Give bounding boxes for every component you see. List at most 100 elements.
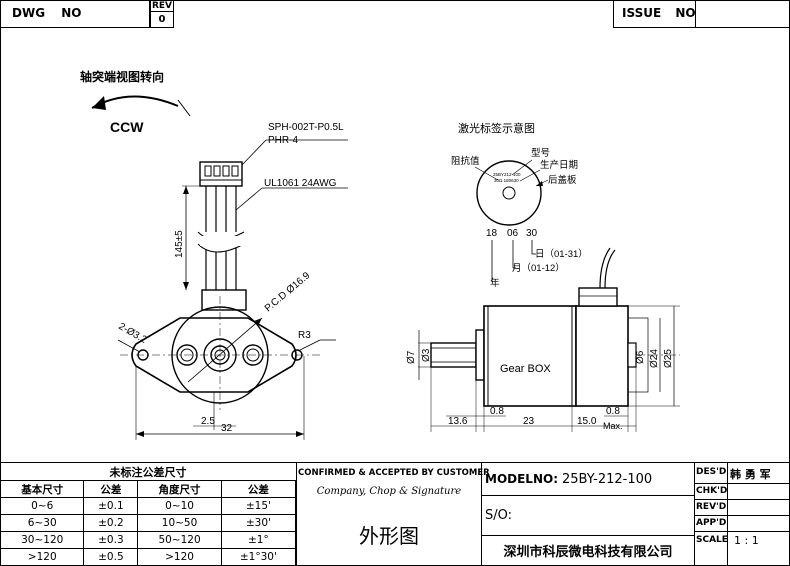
app-label: APP'D xyxy=(696,518,727,528)
tol-cell: ±30' xyxy=(220,514,297,532)
sign-block xyxy=(694,462,790,566)
scale-label: SCALE xyxy=(696,535,728,545)
holes-label: 2-Ø3.2 xyxy=(117,321,149,346)
lead-length-dim: 145±5 xyxy=(174,230,185,258)
gearbox-label: Gear BOX xyxy=(500,363,551,375)
table-row: 30~120 ±0.3 50~120 ±1° xyxy=(0,531,297,549)
tol-cell: 6~30 xyxy=(0,514,85,532)
d3-label: Ø3 xyxy=(421,348,432,362)
dim-136: 13.6 xyxy=(448,416,468,427)
connector-spec-2: PHR-4 xyxy=(268,135,298,146)
drawing-name: 外形图 xyxy=(359,524,419,548)
tolerance-title: 未标注公差尺寸 xyxy=(109,466,187,479)
tol-cell: ±0.5 xyxy=(83,548,139,566)
tol-cell: ±0.1 xyxy=(83,497,139,515)
rev-label: REV xyxy=(151,1,173,12)
sign-col-divider xyxy=(727,462,728,566)
tol-cell: 10~50 xyxy=(137,514,222,532)
rev-value: 0 xyxy=(158,14,166,25)
table-row: >120 ±0.5 >120 ±1°30' xyxy=(0,548,297,566)
issue-no-box xyxy=(613,0,790,28)
rotation-direction: CCW xyxy=(110,119,144,135)
table-row: 6~30 ±0.2 10~50 ±30' xyxy=(0,514,297,532)
issue-no-label: ISSUE NO xyxy=(622,6,696,20)
drawing-area: 轴突端视图转向 CCW SPH-002T-P0.5L PHR-4 UL1061 … xyxy=(80,69,680,440)
laser-title: 激光标签示意图 xyxy=(458,121,535,135)
motor-body xyxy=(575,305,629,407)
rotation-title: 轴突端视图转向 xyxy=(80,69,164,84)
tol-cell: 30~120 xyxy=(0,531,85,549)
rev-label-sign: REV'D xyxy=(696,502,727,512)
dim-08a: 0.8 xyxy=(490,406,504,417)
dim-max: Max. xyxy=(603,421,623,431)
d25-label: Ø25 xyxy=(663,349,674,368)
connector-spec-1: SPH-002T-P0.5L xyxy=(268,122,344,133)
tolerance-table: 基本尺寸 公差 角度尺寸 公差 0~6 ±0.1 0~10 ±15' 6~30 … xyxy=(0,480,297,566)
lead-exit-tab xyxy=(201,289,247,311)
dwg-no-label: DWG NO xyxy=(12,6,82,20)
tol-cell: ±0.3 xyxy=(83,531,139,549)
code-day: 30 xyxy=(526,228,538,239)
scale-value: 1 : 1 xyxy=(734,534,759,547)
des-label: DES'D xyxy=(696,467,727,477)
model-row-border xyxy=(482,495,694,496)
pcd-label: P.C.D Ø16.9 xyxy=(263,270,313,314)
month-label: 月（01-12） xyxy=(512,262,565,274)
code-year: 18 xyxy=(486,228,498,239)
model-value: 25BY-212-100 xyxy=(562,472,653,487)
year-label: 年 xyxy=(490,277,500,289)
tol-cell: 50~120 xyxy=(137,531,222,549)
cover-label: 后盖板 xyxy=(548,174,577,186)
dim-08b: 0.8 xyxy=(606,406,620,417)
wire-spec: UL1061 24AWG xyxy=(264,178,337,189)
tol-cell: 0~6 xyxy=(0,497,85,515)
tol-header: 公差 xyxy=(83,480,139,498)
tol-cell: >120 xyxy=(137,548,222,566)
chk-label: CHK'D xyxy=(696,486,728,496)
rotation-tick xyxy=(177,99,191,117)
model-label: MODELNO: xyxy=(485,472,558,486)
laser-inner-text-1: 25BY212-100 xyxy=(493,172,521,177)
day-label: 日（01-31） xyxy=(535,248,588,260)
des-value: 韩 勇 军 xyxy=(730,468,771,481)
d6-label: Ø6 xyxy=(635,350,646,364)
rev-box xyxy=(150,0,174,28)
wire-exit-block xyxy=(578,287,618,307)
gearbox-body xyxy=(483,305,577,407)
tol-cell: ±0.2 xyxy=(83,514,139,532)
d7-label: Ø7 xyxy=(406,350,417,364)
approval-block xyxy=(296,462,482,566)
dim-23: 23 xyxy=(523,416,535,427)
tol-cell: >120 xyxy=(0,548,85,566)
code-month: 06 xyxy=(507,228,519,239)
approval-line-2: Company, Chop & Signature xyxy=(316,486,462,497)
tol-header: 基本尺寸 xyxy=(0,480,85,498)
company-row-border xyxy=(482,535,694,536)
laser-inner-circle xyxy=(502,186,516,200)
dim-15: 15.0 xyxy=(577,416,597,427)
laser-outer-circle xyxy=(476,160,542,226)
small-dim: 2.5 xyxy=(201,416,215,427)
rotation-arrowhead xyxy=(92,96,106,110)
tol-header: 公差 xyxy=(220,480,297,498)
laser-inner-text-2: 30Ω 180630 xyxy=(494,178,519,183)
output-shaft xyxy=(430,342,477,368)
tol-cell: 0~10 xyxy=(137,497,222,515)
tol-cell: ±15' xyxy=(220,497,297,515)
so-label: S/O: xyxy=(485,508,513,523)
table-row: 0~6 ±0.1 0~10 ±15' xyxy=(0,497,297,515)
side-lead-wires xyxy=(599,247,611,289)
tol-cell: ±1° xyxy=(220,531,297,549)
dwg-no-box xyxy=(0,0,150,28)
d24-label: Ø24 xyxy=(649,349,660,368)
approval-line-1: CONFIRMED & ACCEPTED BY CUSTOMER xyxy=(298,468,490,478)
gearbox-hub xyxy=(475,329,485,381)
title-block-top-line xyxy=(0,462,790,463)
radius-label: R3 xyxy=(298,330,311,341)
company-name: 深圳市科辰微电科技有限公司 xyxy=(503,545,673,560)
tol-header: 角度尺寸 xyxy=(137,480,222,498)
model-label: 型号 xyxy=(531,148,550,159)
width-dim: 32 xyxy=(221,423,233,434)
mounting-flange xyxy=(131,317,297,393)
issue-no-divider xyxy=(695,0,696,28)
